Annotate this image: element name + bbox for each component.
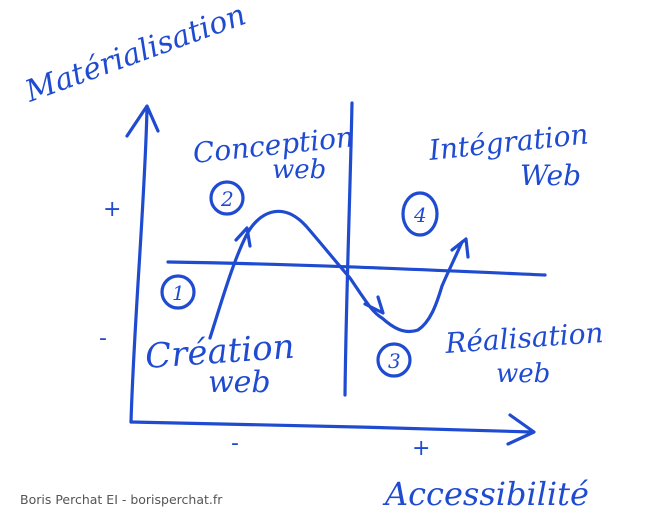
quadrant-4-number: 4 [413,203,427,227]
quadrant-4-circle [401,191,439,237]
y-minus-sign: - [99,326,107,351]
y-axis-label: Matérialisation [20,0,251,110]
vertical-divider [343,101,354,397]
quadrant-3-circle [376,342,412,378]
y-plus-sign: + [103,197,121,222]
quadrant-conception: 2 Conception web [191,120,355,216]
quadrant-1-circle [160,274,196,310]
cycle-curve [208,209,464,340]
quadrant-2-subtitle: web [272,155,326,185]
curve-arrow-1 [234,226,252,248]
x-plus-sign: + [412,436,430,461]
y-axis [129,106,149,424]
quadrant-2-number: 2 [220,187,234,211]
curve-arrow-2 [363,295,385,315]
quadrant-3-title: Réalisation [443,316,604,360]
quadrant-1-number: 1 [172,281,185,305]
y-axis-arrowhead [125,104,160,138]
quadrant-2-circle [209,180,245,216]
quadrant-1-subtitle: web [208,365,271,400]
quadrant-integration: 4 Intégration Web [401,117,590,237]
footer-credit: Boris Perchat EI - borisperchat.fr [20,492,223,507]
x-minus-sign: - [231,431,239,456]
x-axis-label: Accessibilité [382,475,589,513]
curve-arrow-3 [450,237,470,259]
quadrant-4-subtitle: Web [520,159,581,192]
x-axis-arrowhead [506,413,536,446]
x-axis [129,420,534,434]
quadrant-realisation: 3 Réalisation web [376,316,605,389]
horizontal-divider [166,260,547,277]
quadrant-3-subtitle: web [496,359,550,389]
quadrant-creation: 1 Création web [144,274,296,400]
quadrant-3-number: 3 [388,349,401,373]
